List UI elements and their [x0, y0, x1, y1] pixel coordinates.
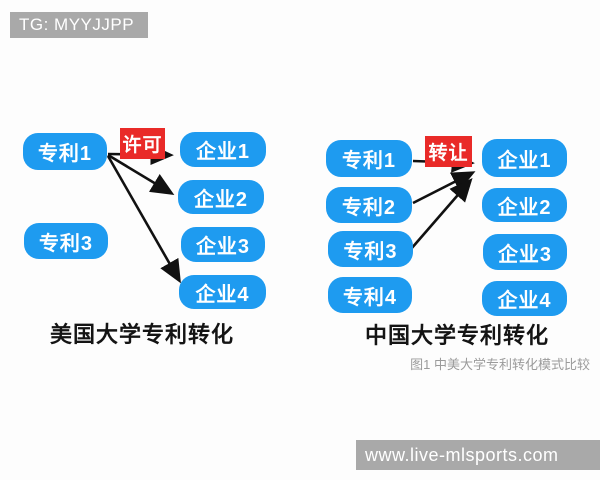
license-label: 许可: [120, 128, 165, 159]
us-patent-3-box: 专利3: [24, 223, 108, 259]
transfer-label: 转让: [425, 136, 472, 167]
figure-caption: 图1 中美大学专利转化模式比较: [410, 357, 590, 372]
cn-enterprise-3-box: 企业3: [483, 234, 567, 270]
us-patent-1-box: 专利1: [23, 133, 107, 170]
website-watermark: www.live-mlsports.com: [356, 440, 600, 470]
cn-diagram-caption: 中国大学专利转化: [365, 323, 550, 348]
cn-patent-2-box: 专利2: [326, 187, 412, 223]
us-enterprise-4-box: 企业4: [179, 275, 266, 309]
arrow-us-patent1-enterprise2: [107, 153, 175, 196]
us-enterprise-1-box: 企业1: [180, 132, 266, 167]
us-diagram-caption: 美国大学专利转化: [50, 322, 235, 347]
cn-patent-1-box: 专利1: [326, 140, 412, 177]
telegram-watermark: TG: MYYJJPP: [10, 12, 148, 38]
cn-enterprise-4-box: 企业4: [482, 281, 567, 316]
cn-enterprise-2-box: 企业2: [482, 188, 567, 222]
arrow-cn-patent3-enterprise1: [410, 178, 473, 250]
arrow-cn-patent2-enterprise1: [412, 171, 476, 205]
cn-patent-4-box: 专利4: [328, 277, 412, 313]
arrow-us-patent1-enterprise4: [106, 155, 181, 284]
cn-enterprise-1-box: 企业1: [482, 139, 567, 177]
cn-patent-3-box: 专利3: [328, 231, 413, 267]
us-enterprise-2-box: 企业2: [178, 180, 264, 214]
us-enterprise-3-box: 企业3: [181, 227, 265, 262]
